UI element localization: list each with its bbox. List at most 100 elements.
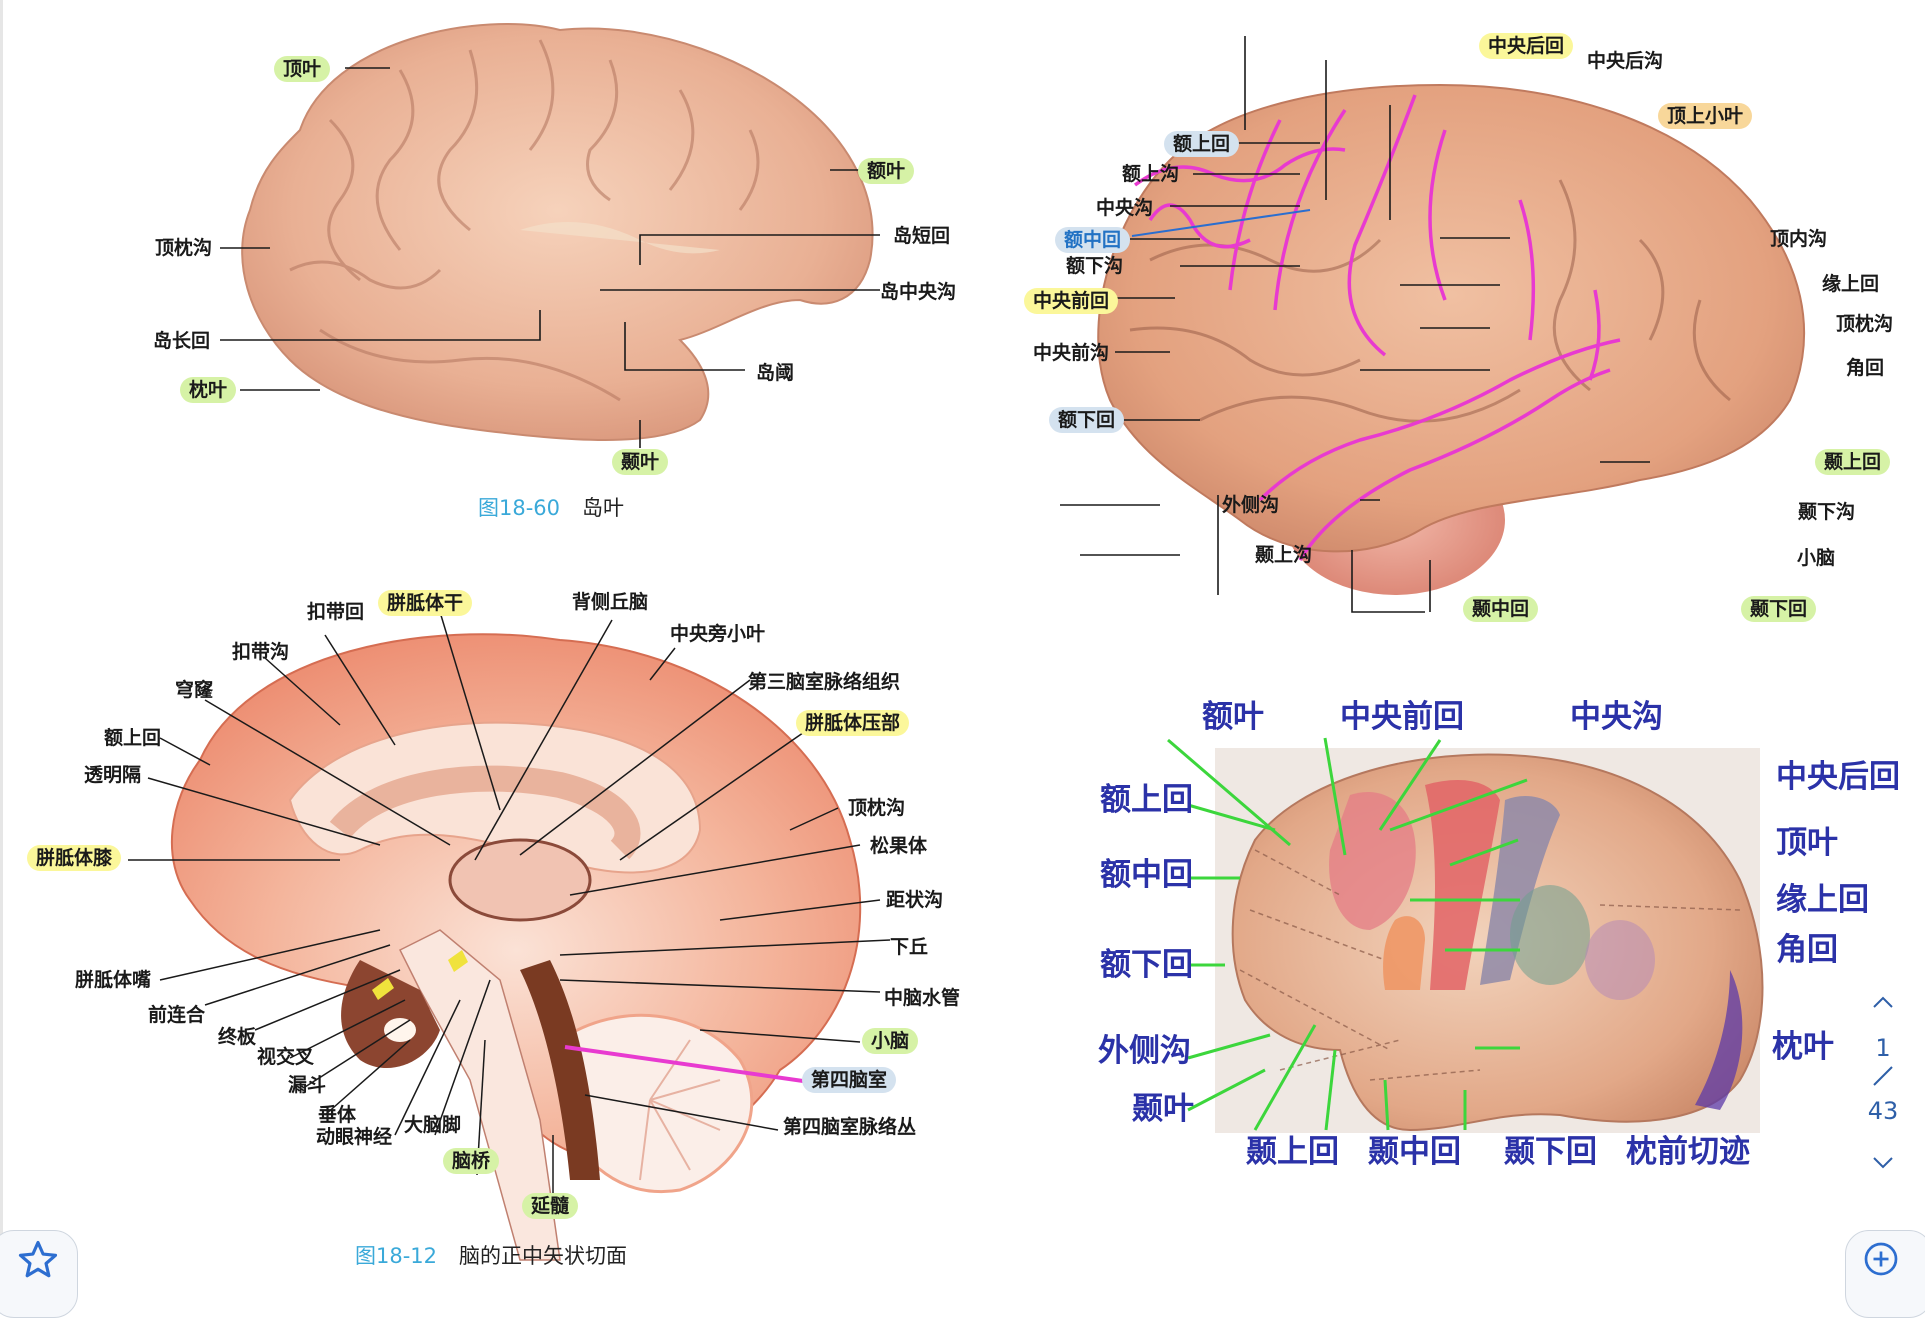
bookmark-button[interactable] xyxy=(0,1230,78,1318)
sagittal-illustration xyxy=(128,611,891,1261)
label-temporal-lobe: 颞叶 xyxy=(1132,1091,1194,1127)
label-inferior-temporal-sulcus: 颞下沟 xyxy=(1798,501,1856,523)
page-down-button[interactable] xyxy=(1858,1146,1908,1180)
figure-title: 脑的正中矢状切面 xyxy=(459,1244,628,1268)
label-superior-parietal-lobule: 顶上小叶 xyxy=(1658,103,1753,129)
label-oculomotor-nerve: 动眼神经 xyxy=(316,1126,393,1148)
figure-lateral-colored: 额叶 中央前回 中央沟 额上回 中央后回 顶叶 额中回 缘上回 角回 额下回 枕… xyxy=(1080,690,1925,1190)
current-page: 1 xyxy=(1875,1034,1891,1062)
label-medulla: 延髓 xyxy=(522,1193,579,1219)
label-central-insular-sulcus: 岛中央沟 xyxy=(880,281,957,303)
label-dorsal-thalamus: 背侧丘脑 xyxy=(572,591,649,613)
label-frontal-lobe: 额叶 xyxy=(1202,699,1264,735)
label-lamina-terminalis: 终板 xyxy=(218,1026,257,1048)
label-limen-insulae: 岛阈 xyxy=(756,362,795,384)
label-superior-frontal-gyrus: 额上回 xyxy=(104,727,162,749)
label-hypophysis: 垂体 xyxy=(318,1104,357,1126)
label-central-sulcus: 中央沟 xyxy=(1570,699,1663,735)
lateral-colored-illustration xyxy=(1167,737,1764,1133)
figure-sagittal: 扣带回 胼胝体干 背侧丘脑 中央旁小叶 扣带沟 第三脑室脉络组织 穹窿 胼胝体压… xyxy=(0,560,1000,1280)
slash-icon xyxy=(1873,1066,1893,1086)
label-supramarginal-gyrus: 缘上回 xyxy=(1776,882,1869,918)
star-icon xyxy=(18,1240,58,1278)
figure-title: 岛叶 xyxy=(582,496,625,520)
label-middle-frontal-gyrus: 额中回 xyxy=(1100,857,1193,893)
plus-circle-icon xyxy=(1864,1242,1898,1276)
label-cingulate-gyrus: 扣带回 xyxy=(307,601,365,623)
label-middle-temporal-gyrus: 颞中回 xyxy=(1463,596,1539,622)
label-superior-frontal-gyrus: 额上回 xyxy=(1100,782,1193,818)
label-temporal-lobe: 颞叶 xyxy=(612,449,669,475)
label-cerebellum: 小脑 xyxy=(1797,547,1836,569)
zoom-in-button[interactable] xyxy=(1845,1230,1925,1318)
label-postcentral-gyrus: 中央后回 xyxy=(1479,33,1574,59)
label-anterior-commissure: 前连合 xyxy=(148,1004,206,1026)
label-occipital-lobe: 枕叶 xyxy=(1772,1029,1834,1065)
label-occipital-lobe: 枕叶 xyxy=(180,377,237,403)
label-supramarginal-gyrus: 缘上回 xyxy=(1822,273,1880,295)
lateral-photo-illustration xyxy=(1060,36,1806,613)
caption-insula: 图18-60 岛叶 xyxy=(478,492,624,522)
label-pons: 脑桥 xyxy=(443,1148,500,1174)
insula-illustration xyxy=(220,23,880,448)
label-postcentral-gyrus: 中央后回 xyxy=(1776,759,1900,795)
label-optic-chiasm: 视交叉 xyxy=(257,1046,315,1068)
label-inferior-temporal-gyrus: 颞下回 xyxy=(1504,1134,1597,1170)
label-septum-pellucidum: 透明隔 xyxy=(84,764,142,786)
page-navigator: 1 43 xyxy=(1858,985,1908,1180)
label-corpus-callosum-trunk: 胼胝体干 xyxy=(378,590,473,616)
label-pineal-body: 松果体 xyxy=(870,835,928,857)
page-separator xyxy=(1858,1063,1908,1096)
label-postcentral-sulcus: 中央后沟 xyxy=(1587,50,1664,72)
label-inferior-frontal-sulcus: 额下沟 xyxy=(1066,255,1124,277)
label-parietal-lobe: 顶叶 xyxy=(274,56,331,82)
label-cingulate-sulcus: 扣带沟 xyxy=(232,641,290,663)
label-cerebellum: 小脑 xyxy=(862,1028,919,1054)
figure-number: 图18-12 xyxy=(355,1244,438,1268)
label-precentral-gyrus: 中央前回 xyxy=(1024,288,1119,314)
chevron-up-icon xyxy=(1873,996,1893,1008)
label-fourth-ventricle: 第四脑室 xyxy=(802,1067,897,1093)
page-up-button[interactable] xyxy=(1858,985,1908,1019)
label-parietal-lobe: 顶叶 xyxy=(1776,825,1838,861)
label-splenium: 胼胝体压部 xyxy=(796,710,910,736)
label-middle-temporal-gyrus: 颞中回 xyxy=(1368,1134,1461,1170)
figure-number: 图18-60 xyxy=(478,496,561,520)
label-preoccipital-notch: 枕前切迹 xyxy=(1626,1134,1750,1170)
label-rostrum: 胼胝体嘴 xyxy=(75,969,152,991)
label-calcarine-sulcus: 距状沟 xyxy=(886,889,944,911)
label-long-insular-gyrus: 岛长回 xyxy=(153,330,211,352)
label-central-sulcus: 中央沟 xyxy=(1096,197,1154,219)
chevron-down-icon xyxy=(1873,1157,1893,1169)
label-inferior-frontal-gyrus: 额下回 xyxy=(1049,407,1125,433)
label-superior-temporal-sulcus: 颞上沟 xyxy=(1255,544,1313,566)
label-superior-frontal-gyrus: 额上回 xyxy=(1164,131,1240,157)
label-inferior-frontal-gyrus: 额下回 xyxy=(1100,947,1193,983)
label-parieto-occipital-sulcus: 顶枕沟 xyxy=(155,237,213,259)
label-paracentral-lobule: 中央旁小叶 xyxy=(670,623,766,645)
label-cerebral-aqueduct: 中脑水管 xyxy=(884,987,961,1009)
label-parieto-occipital-sulcus: 顶枕沟 xyxy=(1836,313,1894,335)
label-infundibulum: 漏斗 xyxy=(288,1074,327,1096)
caption-sagittal: 图18-12 脑的正中矢状切面 xyxy=(355,1240,627,1270)
label-superior-temporal-gyrus: 颞上回 xyxy=(1246,1134,1339,1170)
label-middle-frontal-gyrus: 额中回 xyxy=(1055,227,1131,253)
label-precentral-sulcus: 中央前沟 xyxy=(1033,342,1110,364)
label-short-insular-gyri: 岛短回 xyxy=(893,225,951,247)
label-angular-gyrus: 角回 xyxy=(1776,932,1838,968)
total-pages: 43 xyxy=(1867,1097,1899,1125)
label-superior-frontal-sulcus: 额上沟 xyxy=(1122,163,1180,185)
label-lateral-sulcus: 外侧沟 xyxy=(1222,494,1280,516)
label-cerebral-peduncle: 大脑脚 xyxy=(404,1114,462,1136)
figure-lateral-photo: 中央后回 中央后沟 顶上小叶 额上回 额上沟 中央沟 额中回 额下沟 中央前回 … xyxy=(1000,0,1925,640)
page-edge xyxy=(0,0,3,1280)
label-lateral-sulcus: 外侧沟 xyxy=(1098,1033,1191,1069)
figure-insula: 顶叶 额叶 顶枕沟 岛短回 岛中央沟 岛长回 岛阈 枕叶 颞叶 图18-60 岛叶 xyxy=(0,0,980,540)
label-angular-gyrus: 角回 xyxy=(1846,357,1885,379)
label-fourth-ventricle-choroid-plexus: 第四脑室脉络丛 xyxy=(783,1116,917,1138)
label-frontal-lobe: 额叶 xyxy=(858,158,915,184)
label-precentral-gyrus: 中央前回 xyxy=(1340,699,1464,735)
label-parieto-occipital-sulcus: 顶枕沟 xyxy=(848,797,906,819)
label-genu: 胼胝体膝 xyxy=(27,845,122,871)
label-intraparietal-sulcus: 顶内沟 xyxy=(1770,228,1828,250)
